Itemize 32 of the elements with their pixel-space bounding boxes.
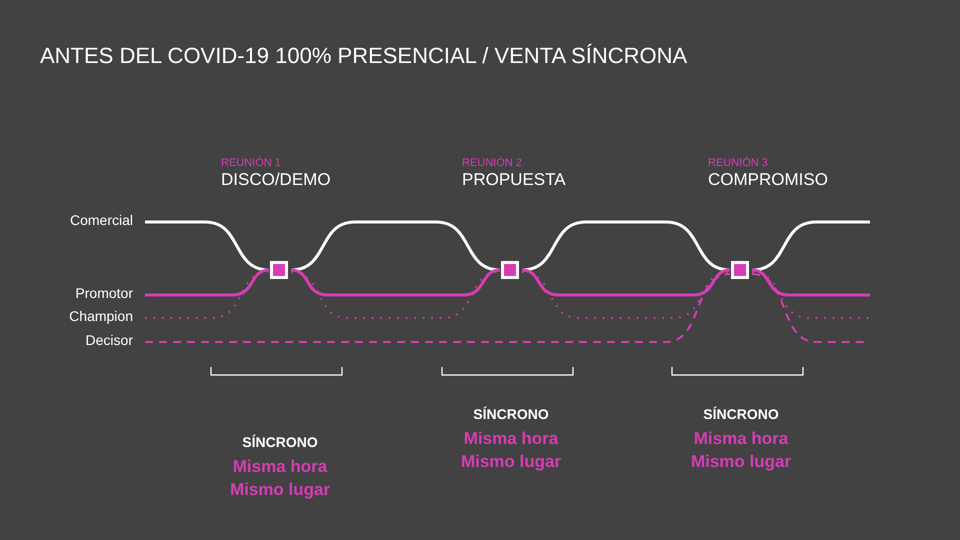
mode-detail: Misma hora <box>694 430 788 449</box>
lane-label: Champion <box>69 309 133 324</box>
dashed-timeline-line <box>752 273 870 343</box>
meeting-number: REUNIÓN 2 <box>462 157 522 170</box>
timeline-line <box>145 268 270 296</box>
timeline-line <box>290 268 500 296</box>
meeting-title: DISCO/DEMO <box>221 171 331 190</box>
mode-detail: Mismo lugar <box>230 481 330 500</box>
mode-detail: Misma hora <box>232 458 328 477</box>
meeting-marker <box>731 261 749 279</box>
mode-heading: SÍNCRONO <box>703 407 779 422</box>
lane-label: Decisor <box>86 333 133 348</box>
lane-label: Promotor <box>75 286 133 302</box>
dashed-timeline-line <box>145 273 730 343</box>
mode-detail: Mismo lugar <box>460 453 562 472</box>
timeline-line <box>522 268 730 296</box>
meeting-title: PROPUESTA <box>462 171 566 190</box>
mode-heading: SÍNCRONO <box>242 435 318 450</box>
mode-detail: Mismo lugar <box>690 453 792 472</box>
timeline-line <box>752 268 870 296</box>
meeting-marker <box>501 261 519 279</box>
mode-heading: SÍNCRONO <box>473 407 549 422</box>
meeting-number: REUNIÓN 3 <box>708 157 768 170</box>
mode-detail: Misma hora <box>464 430 558 449</box>
meeting-marker <box>270 261 288 279</box>
dotted-timeline-line <box>522 271 730 319</box>
meeting-number: REUNIÓN 1 <box>221 157 281 170</box>
dotted-timeline-line <box>145 271 270 319</box>
meeting-title: COMPROMISO <box>708 171 828 190</box>
dotted-timeline-line <box>752 271 870 319</box>
lane-label: Comercial <box>70 213 133 228</box>
slide-title: ANTES DEL COVID-19 100% PRESENCIAL / VENTA SÍNCRONA <box>40 44 688 68</box>
